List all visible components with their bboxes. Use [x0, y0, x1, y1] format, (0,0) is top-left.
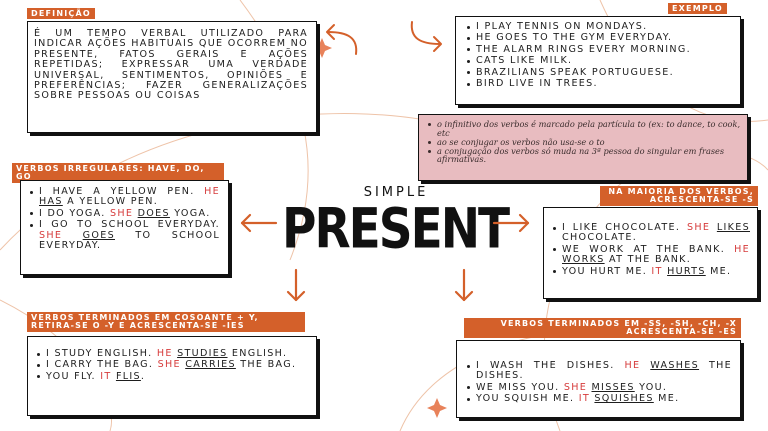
irregulares-label: Verbos irregulares: have, do, go — [12, 163, 224, 183]
list-item: We miss you. She misses you. — [465, 382, 732, 393]
definicao-text: É um tempo verbal utilizado para indicar… — [34, 28, 308, 102]
maioria-label: Na maioria dos verbos, acrescenta-se -s — [600, 186, 758, 206]
ss-label: Verbos terminados em -ss, -sh, -ch, -x a… — [464, 318, 741, 338]
list-item: I have a yellow pen. He has a yellow pen… — [28, 186, 220, 208]
list-item: I wash the dishes. He washes the dishes. — [465, 360, 732, 382]
curved-arrow-icon — [410, 21, 442, 52]
definicao-label: DEFINIÇÃO — [27, 8, 95, 19]
title-simple: SIMPLE — [363, 185, 429, 200]
list-item: Bird live in trees. — [465, 78, 732, 89]
maioria-box: I like chocolate. She likes chocolate. W… — [543, 207, 758, 299]
exemplo-label: EXEMPLO — [668, 3, 727, 14]
list-item: You fly. It flis. — [35, 371, 308, 382]
ss-box: I wash the dishes. He washes the dishes.… — [456, 340, 741, 418]
note-item: ao se conjugar os verbos não usa-se o to — [427, 138, 741, 147]
consoante-label: Verbos terminados em cosoante + y, retir… — [27, 312, 305, 332]
irregulares-box: I have a yellow pen. He has a yellow pen… — [20, 180, 229, 275]
definicao-box: É um tempo verbal utilizado para indicar… — [27, 21, 317, 133]
curved-arrow-icon — [326, 24, 358, 55]
list-item: Cats like milk. — [465, 55, 732, 66]
note-item: a conjugação dos verbos só muda na 3ª pe… — [427, 146, 741, 164]
list-item: I go to school everyday. She goes to sch… — [28, 220, 220, 251]
list-item: I like chocolate. She likes chocolate. — [551, 222, 750, 244]
list-item: I do yoga. She does yoga. — [28, 208, 220, 219]
note-item: o infinitivo dos verbos é marcado pela p… — [427, 120, 741, 137]
notes-box: o infinitivo dos verbos é marcado pela p… — [418, 114, 748, 181]
list-item: Brazilians speak Portuguese. — [465, 67, 732, 78]
title-present: PRESENT — [282, 197, 510, 262]
list-item: The alarm rings every morning. — [465, 44, 732, 55]
arrow-left-icon — [240, 213, 278, 233]
list-item: We work at the bank. He works at the ban… — [551, 244, 750, 266]
list-item: You squish me. It squishes me. — [465, 394, 732, 404]
arrow-down-icon — [454, 268, 474, 302]
list-item: I play tennis on Mondays. — [465, 21, 732, 32]
list-item: He goes to the gym everyday. — [465, 32, 732, 43]
list-item: I carry the bag. She carries the bag. — [35, 360, 308, 370]
list-item: I study English. He studies English. — [35, 348, 308, 359]
list-item: You hurt me. It hurts me. — [551, 266, 750, 277]
exemplo-box: I play tennis on Mondays. He goes to the… — [455, 16, 741, 105]
consoante-box: I study English. He studies English. I c… — [27, 336, 317, 416]
arrow-right-icon — [492, 213, 530, 233]
arrow-down-icon — [286, 268, 306, 302]
